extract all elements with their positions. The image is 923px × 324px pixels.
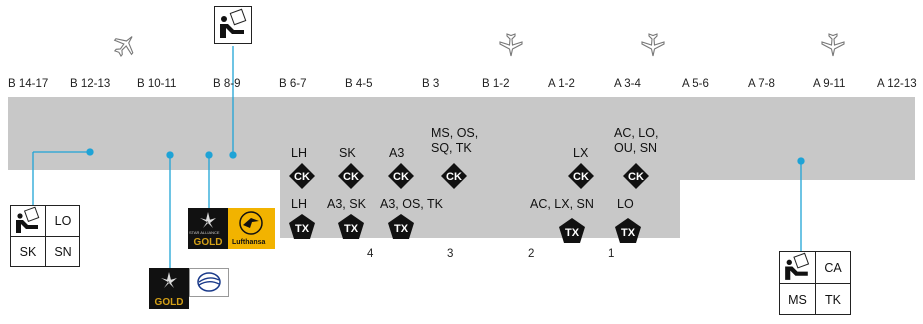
star-gold-lufthansa-badge: STAR ALLIANCE GOLD Lufthansa	[188, 208, 275, 249]
lounge-cell: SK	[11, 236, 45, 267]
svg-text:TX: TX	[621, 227, 636, 239]
checkin-airlines: SK	[339, 146, 356, 160]
lounge-icon	[785, 252, 810, 280]
terminal-building	[8, 97, 915, 238]
checkin-icon: CK	[289, 163, 315, 189]
section-number: 3	[447, 248, 454, 260]
lounge-cell: TK	[815, 283, 850, 315]
airplane-icon	[641, 33, 665, 57]
gate-a12-13: A 12-13	[877, 78, 917, 90]
checkin-icon: CK	[388, 163, 414, 189]
star-alliance-logo: STAR ALLIANCE	[188, 208, 228, 237]
transfer-airlines: A3, SK	[327, 197, 366, 211]
svg-text:TX: TX	[565, 227, 580, 239]
aegean-icon	[197, 272, 221, 292]
lounge-cell: LO	[45, 206, 80, 236]
lounge-icon	[214, 6, 252, 44]
lounge-icon	[16, 206, 40, 233]
gate-b10-11: B 10-11	[137, 78, 177, 90]
lounge-connectors	[32, 46, 805, 268]
svg-text:CK: CK	[446, 171, 462, 183]
gate-b4-5: B 4-5	[345, 78, 373, 90]
svg-text:CK: CK	[343, 171, 359, 183]
star-alliance-icon	[200, 212, 216, 228]
gold-label: GOLD	[149, 297, 189, 309]
gate-a5-6: A 5-6	[682, 78, 709, 90]
gate-a3-4: A 3-4	[614, 78, 641, 90]
gate-b1-2: B 1-2	[482, 78, 510, 90]
checkin-icon: CK	[568, 163, 594, 189]
gold-label: GOLD	[188, 237, 228, 249]
lufthansa-crane-icon	[239, 211, 263, 235]
checkin-airlines: OU, SN	[614, 141, 658, 155]
airplane-icon	[499, 33, 523, 57]
transfer-icon: TX	[388, 214, 414, 239]
gate-a9-11: A 9-11	[813, 78, 846, 90]
checkin-icon: CK	[441, 163, 467, 189]
gate-b8-9: B 8-9	[213, 78, 241, 90]
checkin-airlines: SQ, TK	[431, 141, 472, 155]
svg-text:CK: CK	[628, 171, 644, 183]
svg-text:CK: CK	[294, 171, 310, 183]
transfer-icon: TX	[338, 214, 364, 239]
checkin-airlines: LH	[291, 146, 307, 160]
star-alliance-icon	[161, 272, 177, 288]
section-number: 2	[528, 248, 535, 260]
transfer-airlines: LO	[617, 197, 634, 211]
gate-a1-2: A 1-2	[548, 78, 575, 90]
transfer-icon: TX	[615, 218, 641, 243]
checkin-airlines: LX	[573, 146, 589, 160]
star-alliance-logo	[149, 268, 189, 297]
lounge-grid-right: CA MS TK	[779, 251, 851, 315]
svg-text:CK: CK	[573, 171, 589, 183]
airplane-icon	[113, 36, 134, 57]
svg-text:TX: TX	[394, 223, 409, 235]
svg-text:TX: TX	[344, 223, 359, 235]
transfer-icon: TX	[289, 214, 315, 239]
lounge-cell: SN	[45, 236, 80, 267]
gate-b14-17: B 14-17	[8, 78, 49, 90]
lounge-grid-left: LO SK SN	[10, 205, 80, 267]
section-number: 4	[367, 248, 374, 260]
airplane-icon	[821, 33, 845, 57]
checkin-icon: CK	[338, 163, 364, 189]
checkin-airlines: A3	[389, 146, 405, 160]
checkin-airlines: AC, LO,	[614, 126, 659, 140]
svg-text:CK: CK	[393, 171, 409, 183]
star-gold-aegean-badge: GOLD	[149, 268, 229, 309]
transfer-airlines: AC, LX, SN	[530, 197, 594, 211]
gate-a7-8: A 7-8	[748, 78, 775, 90]
gate-b3: B 3	[422, 78, 440, 90]
lufthansa-logo: Lufthansa	[228, 208, 275, 249]
aegean-logo	[189, 268, 229, 297]
transfer-icon: TX	[559, 218, 585, 243]
lounge-cell: MS	[780, 283, 815, 315]
gate-b12-13: B 12-13	[70, 78, 111, 90]
gate-b6-7: B 6-7	[279, 78, 307, 90]
section-number: 1	[608, 248, 615, 260]
svg-text:TX: TX	[295, 223, 310, 235]
transfer-airlines: LH	[291, 197, 307, 211]
checkin-airlines: MS, OS,	[431, 126, 479, 140]
transfer-airlines: A3, OS, TK	[380, 197, 443, 211]
lounge-cell: CA	[815, 252, 850, 283]
checkin-icon: CK	[623, 163, 649, 189]
